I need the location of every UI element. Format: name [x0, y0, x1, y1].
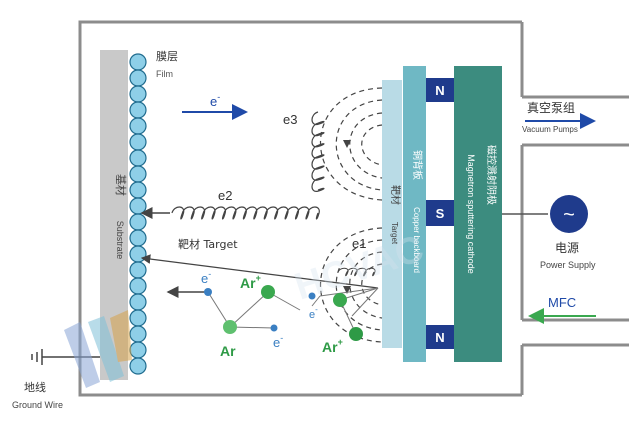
argon-ion-right	[349, 327, 363, 341]
power-label-en: Power Supply	[540, 260, 596, 270]
electron-path-e3: e3	[283, 111, 325, 192]
magnet-north-top-label: N	[435, 83, 444, 98]
film-particle	[129, 309, 147, 327]
film-particle	[129, 245, 147, 263]
film-particle	[129, 85, 147, 103]
magnetron-cathode: 磁控溅射阴极 Magnetron sputtering cathode	[454, 66, 502, 362]
film-particle	[129, 101, 147, 119]
film-particle	[129, 165, 147, 183]
magnetic-field-lines	[320, 87, 383, 343]
substrate-label-en: Substrate	[115, 221, 125, 260]
backplate-label-cn: 铜背板	[411, 150, 424, 180]
substrate-label-cn: 基材	[114, 174, 128, 196]
argon-ion-top	[261, 285, 275, 299]
film-particle	[129, 133, 147, 151]
electron-dot-left	[204, 288, 212, 296]
mfc-gas-inlet: MFC	[528, 295, 596, 324]
target-label-en: Target	[390, 222, 399, 245]
e-minus-label-left: e-	[201, 269, 211, 286]
hcvac-watermark-logo	[64, 310, 132, 388]
film-particle	[129, 229, 147, 247]
magnet-north-top: N	[426, 78, 454, 102]
film-particle	[129, 341, 147, 359]
magnet-north-bottom: N	[426, 325, 454, 349]
mfc-label: MFC	[548, 295, 576, 310]
magnet-south-center: S	[426, 200, 454, 226]
vacuum-label-en: Vacuum Pumps	[522, 125, 578, 134]
ar-label-bottom: Ar	[220, 343, 236, 359]
argon-atom-center	[333, 293, 347, 307]
film-particle	[129, 117, 147, 135]
film-label-en: Film	[156, 69, 173, 79]
electron-path-e1: e1	[337, 236, 376, 277]
vacuum-label-cn: 真空泵组	[527, 101, 575, 115]
electron-label-top: e-	[210, 92, 220, 109]
film-layer	[129, 53, 147, 375]
field-direction-arrows	[343, 140, 351, 294]
electron-dot-right	[308, 292, 316, 300]
argon-atom-left	[223, 320, 237, 334]
film-particle	[129, 293, 147, 311]
ar-plus-label-top: Ar+	[240, 273, 261, 291]
e1-label: e1	[352, 236, 366, 251]
power-symbol: ~	[563, 204, 575, 226]
film-particle	[129, 261, 147, 279]
cathode-label-cn: 磁控溅射阴极	[485, 145, 498, 205]
film-particle	[129, 53, 147, 71]
power-supply-icon	[550, 195, 588, 233]
e3-label: e3	[283, 112, 297, 127]
copper-backplate: 铜背板 Copper backboard	[403, 66, 426, 362]
target-arrow-label: 靶材 Target	[178, 237, 238, 251]
electron-dot-mid	[270, 324, 278, 332]
e2-label: e2	[218, 188, 232, 203]
film-particle	[129, 357, 147, 375]
ground-label-en: Ground Wire	[12, 400, 63, 410]
target-plate: 靶材 Target	[382, 80, 402, 348]
film-particle	[129, 277, 147, 295]
electron-path-e2: e2	[140, 188, 320, 220]
vacuum-pumps-port: 真空泵组 Vacuum Pumps	[522, 101, 596, 134]
power-label-cn: 电源	[555, 241, 579, 255]
film-particle	[129, 197, 147, 215]
ground-label-cn: 地线	[24, 380, 46, 394]
power-supply: ~ 电源 Power Supply	[540, 195, 596, 270]
e-minus-label-right: e-	[309, 305, 318, 321]
film-particle	[129, 181, 147, 199]
film-particle	[129, 213, 147, 231]
backplate-label-en: Copper backboard	[412, 207, 421, 273]
electron-drift-arrow: e-	[182, 92, 248, 120]
film-particle	[129, 325, 147, 343]
ar-plus-label-right: Ar+	[322, 337, 343, 355]
sputtered-target-atom: 靶材 Target	[140, 237, 379, 289]
magnet-south-label: S	[436, 206, 445, 221]
cathode-label-en: Magnetron sputtering cathode	[466, 154, 476, 274]
magnet-north-bottom-label: N	[435, 330, 444, 345]
film-label-cn: 膜层	[156, 50, 178, 63]
target-label-cn: 靶材	[389, 185, 402, 205]
e-minus-label-mid: e-	[273, 333, 283, 350]
film-particle	[129, 69, 147, 87]
film-particle	[129, 149, 147, 167]
